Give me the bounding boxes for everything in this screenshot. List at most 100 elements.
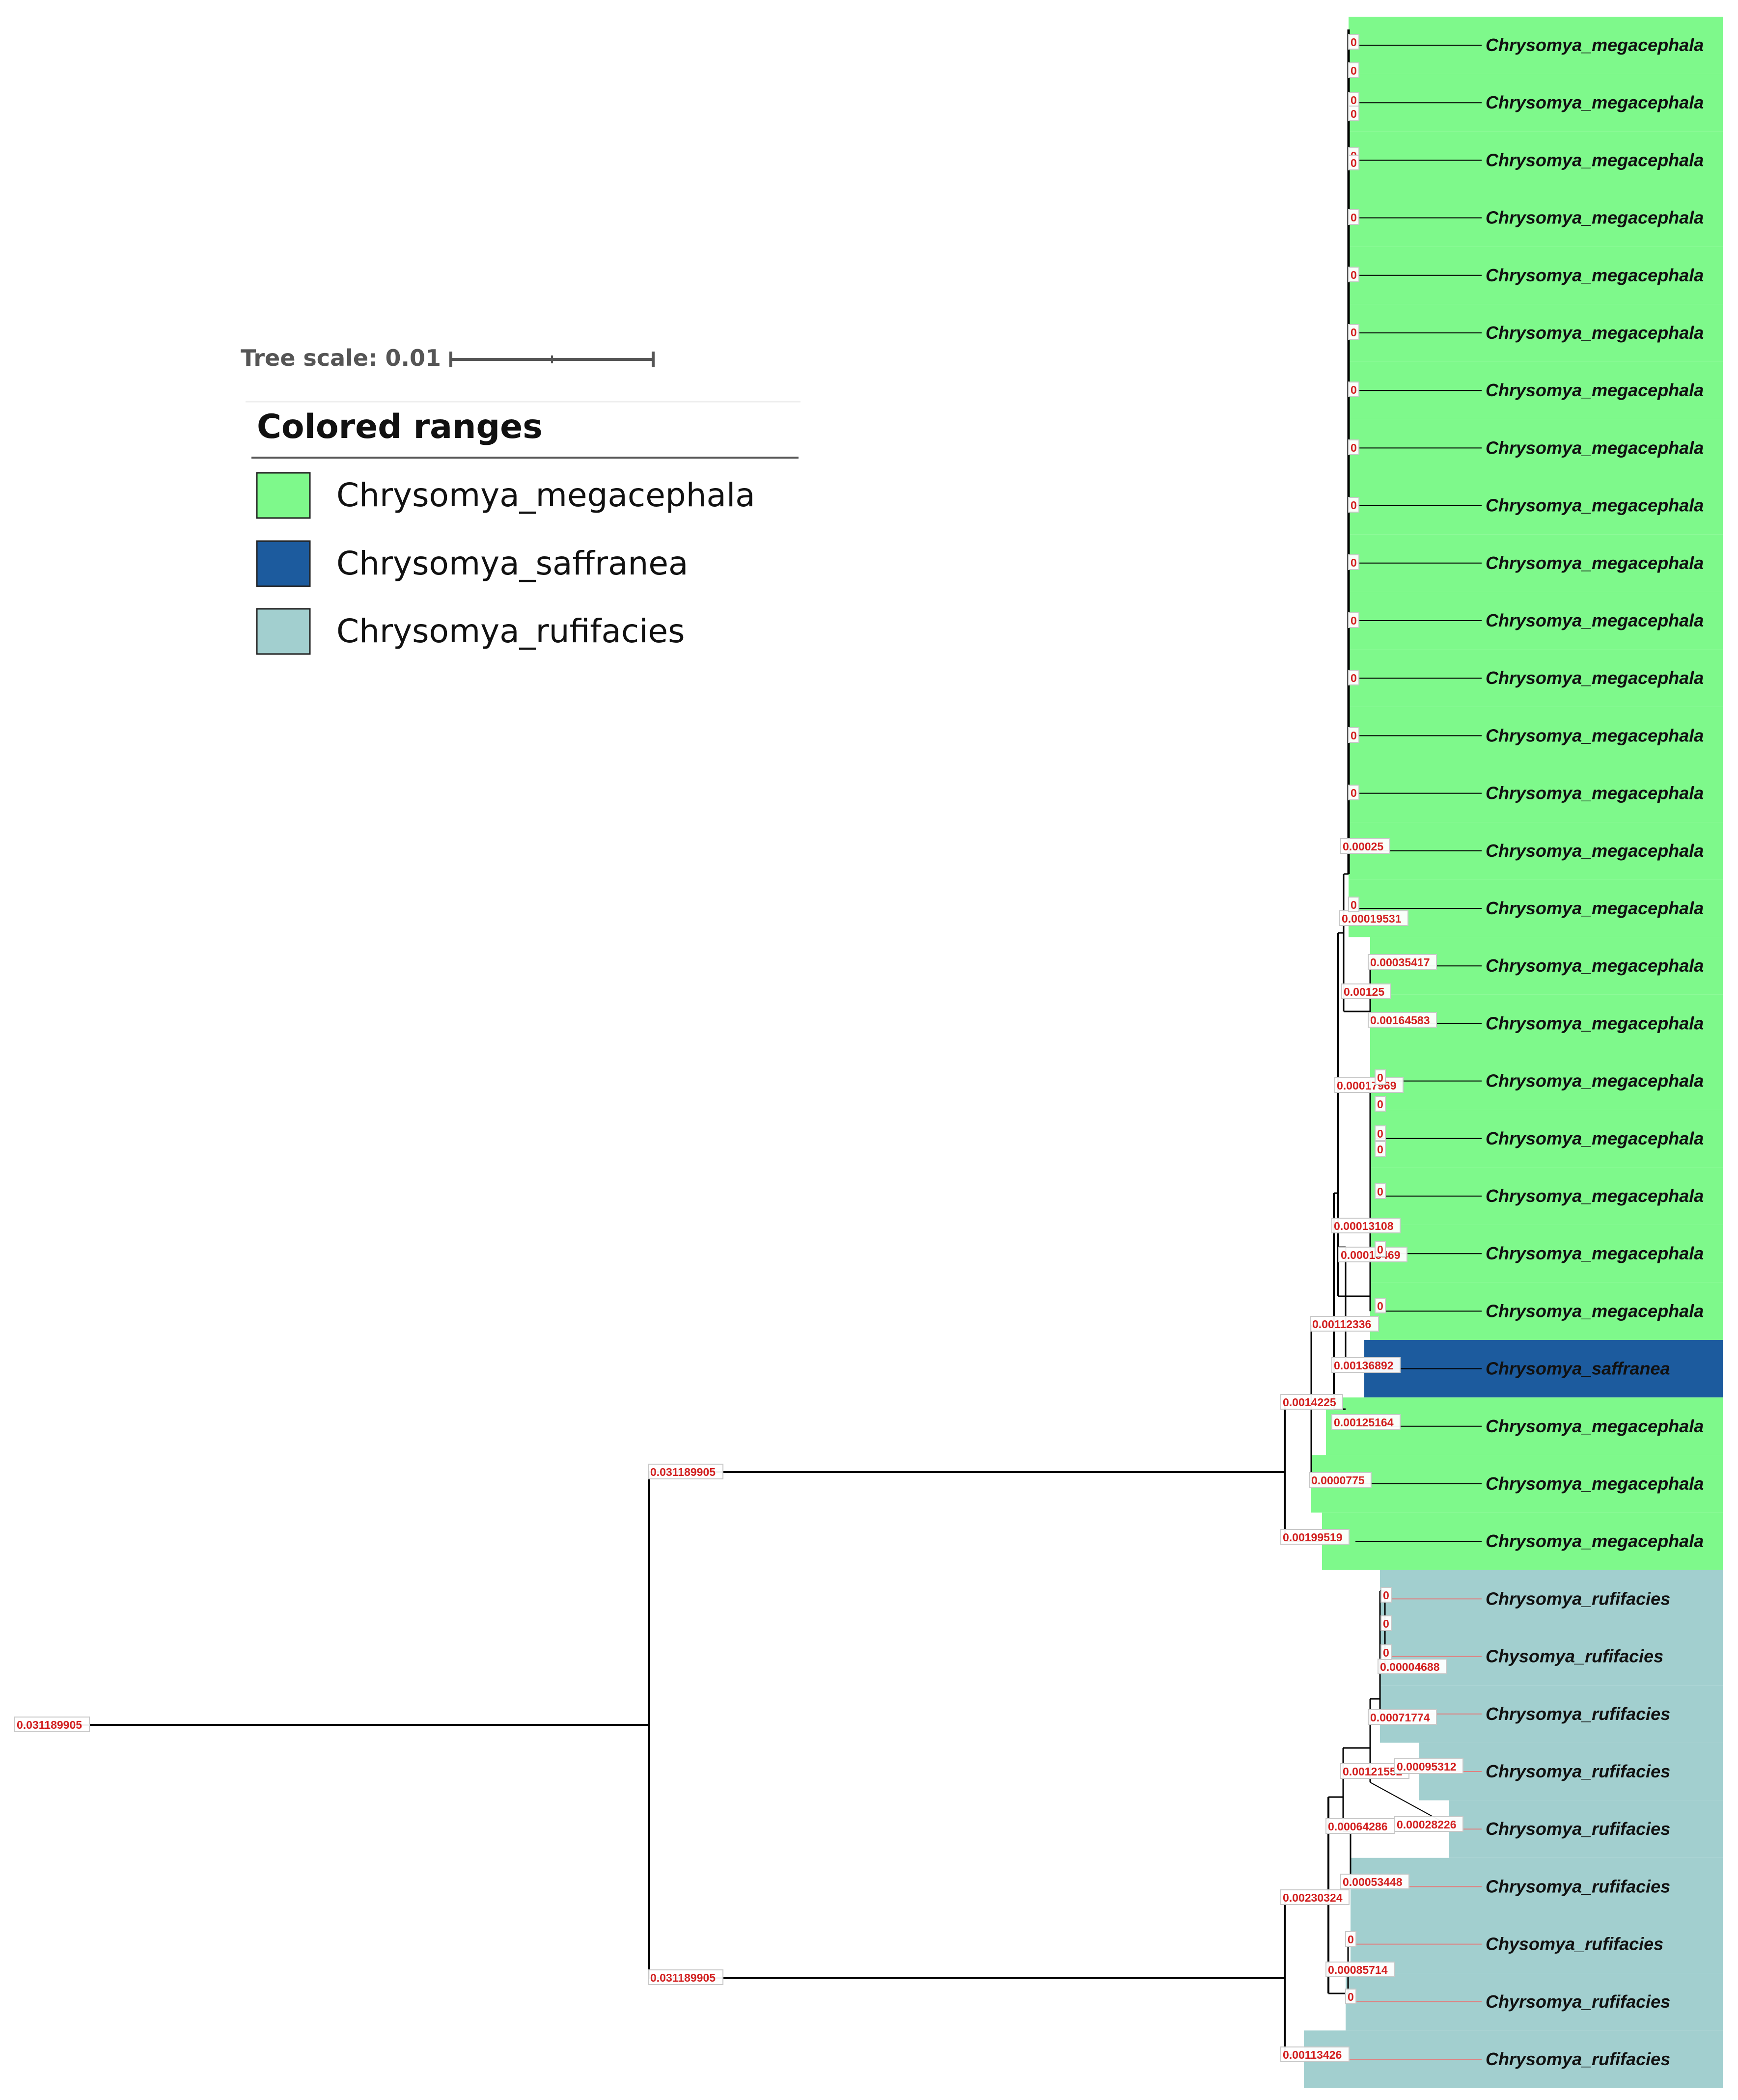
leaf-label: Chrysomya_rufifacies [1486,1761,1670,1781]
node-label: 0 [1383,1589,1389,1602]
leaf-label: Chrysomya_megacephala [1486,955,1704,976]
node-label-box [1348,34,1360,50]
node-label: 0 [1351,94,1357,107]
node-label: 0.00028226 [1397,1818,1457,1831]
leaf-label: Chysomya_rufifacies [1486,1646,1663,1666]
node-label: 0.00015469 [1341,1249,1401,1261]
legend-swatch-saffranea [256,540,311,587]
node-label: 0.00013108 [1334,1220,1394,1232]
node-label: 0.00035417 [1370,956,1430,969]
node-label: 0 [1351,108,1357,120]
node-label-box [1348,62,1360,78]
node-label-box [1309,1472,1372,1488]
leaf-label: Chrysomya_megacephala [1486,841,1704,861]
node-label-box [1348,439,1360,455]
node-label: 0.031189905 [650,1971,716,1984]
node-label: 0.0014225 [1283,1396,1336,1409]
node-label: 0 [1377,1071,1383,1084]
legend-label-megacephala: Chrysomya_megacephala [336,476,755,514]
node-label: 0.031189905 [650,1466,716,1478]
node-label-box [1345,1931,1357,1947]
node-label-box [1348,155,1360,170]
node-label-box [1310,1316,1379,1332]
node-label-box [1375,1141,1386,1157]
leaf-label: Chrysomya_megacephala [1486,668,1704,688]
node-label: 0 [1351,614,1357,627]
node-label: 0.00136892 [1334,1359,1394,1372]
leaf-label: Chrysomya_rufifacies [1486,1876,1670,1896]
node-label-box [1341,983,1391,999]
node-label: 0 [1351,899,1357,911]
leaf-label: Chrysomya_megacephala [1486,380,1704,400]
leaf-label: Chrysomya_megacephala [1486,323,1704,343]
node-label-box [1348,612,1360,628]
tree-branches [20,29,1454,2056]
node-label-box [1380,1644,1392,1660]
node-label-box [1375,1096,1386,1112]
node-label: 0 [1351,211,1357,224]
node-label-box [1375,1125,1386,1141]
node-label: 0.00113426 [1283,2048,1342,2061]
leaf-label: Chrysomya_megacephala [1486,92,1704,112]
node-label-box [1325,1962,1395,1977]
leaf-label: Chrysomya_megacephala [1486,553,1704,573]
node-label: 0 [1348,1991,1354,2003]
leaf-label: Chrysomya_megacephala [1486,208,1704,228]
node-label-box [1375,1241,1386,1257]
leaf-label: Chrysomya_megacephala [1486,1416,1704,1436]
node-label-box [1348,209,1360,225]
leaf-label: Chrysomya_megacephala [1486,1013,1704,1033]
leaf-label: Chrysomya_rufifacies [1486,2049,1670,2069]
node-label-box [1348,727,1360,743]
node-label-box [1380,1615,1392,1631]
node-label-box [1280,2046,1350,2062]
node-label-box [1368,1012,1437,1028]
leaf-labels: Chrysomya_megacephalaChrysomya_megacepha… [1486,35,1704,2069]
legend-title: Colored ranges [257,408,543,446]
leaf-label: Chrysomya_megacephala [1486,725,1704,745]
node-label: 0 [1351,499,1357,512]
leaf-label: Chrysomya_rufifacies [1486,1704,1670,1724]
node-label-box [1348,785,1360,800]
node-label: 0.031189905 [17,1718,82,1731]
node-label: 0 [1377,1300,1383,1312]
node-label: 0.00121552 [1343,1765,1403,1778]
node-label-box [1348,324,1360,340]
node-label-box [1334,1077,1404,1093]
node-label: 0.00017969 [1337,1079,1397,1092]
leaf-label: Chrysomya_megacephala [1486,1071,1704,1091]
node-label: 0 [1383,1617,1389,1630]
node-label: 0.00085714 [1328,1964,1388,1976]
node-label-box [1331,1357,1401,1373]
node-label-box [1340,1874,1409,1889]
node-label-box [1280,1394,1343,1410]
node-label-box [1380,1587,1392,1603]
node-label-box [1280,1889,1350,1905]
node-label: 0 [1351,326,1357,339]
node-label: 0 [1351,269,1357,281]
node-label: 0 [1351,36,1357,49]
node-label-box [1378,1659,1447,1674]
node-label: 0 [1351,157,1357,169]
legend: Colored ranges Chrysomya_megacephala Chr… [246,401,800,655]
node-label: 0.00004688 [1380,1661,1440,1673]
node-label: 0 [1377,1143,1383,1156]
node-label: 0.00230324 [1283,1891,1343,1904]
node-label-box [1331,1218,1401,1233]
leaf-label: Chrysomya_rufifacies [1486,1819,1670,1839]
node-label: 0.0000775 [1311,1474,1365,1487]
node-label: 0 [1383,1646,1389,1659]
node-label: 0.00064286 [1328,1820,1388,1833]
node-label: 0.00053448 [1343,1876,1403,1888]
leaf-label: Chrysomya_megacephala [1486,1301,1704,1321]
node-label-box [1331,1414,1401,1430]
leaf-label: Chrysomya_megacephala [1486,437,1704,458]
leaf-label: Chrysomya_megacephala [1486,1243,1704,1263]
leaf-label: Chrysomya_megacephala [1486,1186,1704,1206]
node-label: 0 [1377,1243,1383,1256]
node-label-box [1375,1298,1386,1313]
node-label-box [1368,954,1437,970]
node-label-box [1348,497,1360,513]
leaf-label: Chrysomya_saffranea [1486,1359,1670,1379]
leaf-label: Chrysomya_megacephala [1486,265,1704,285]
